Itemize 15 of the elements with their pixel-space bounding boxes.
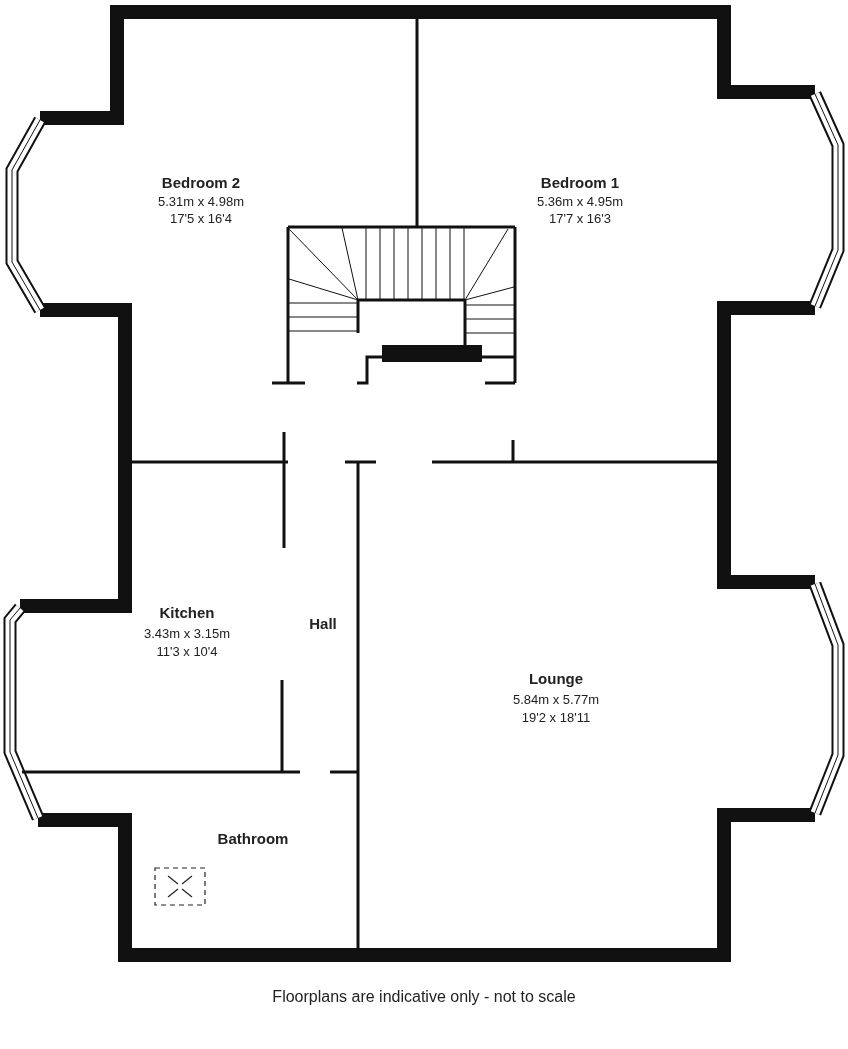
room-dimensions: 3.43m x 3.15m: [144, 627, 230, 640]
room-name: Bathroom: [217, 831, 289, 846]
room-name: Bedroom 1: [540, 175, 620, 190]
room-name: Kitchen: [159, 605, 215, 620]
room-dimensions: 5.31m x 4.98m: [158, 195, 244, 208]
room-name: Lounge: [528, 671, 584, 686]
room-dimensions: 11'3 x 10'4: [156, 645, 218, 658]
room-dimensions: 17'7 x 16'3: [548, 212, 612, 225]
room-name: Hall: [309, 616, 337, 631]
room-dimensions: 19'2 x 18'11: [521, 711, 591, 724]
room-dimensions: 17'5 x 16'4: [169, 212, 233, 225]
room-dimensions: 5.84m x 5.77m: [513, 693, 599, 706]
room-name: Bedroom 2: [161, 175, 241, 190]
room-dimensions: 5.36m x 4.95m: [537, 195, 623, 208]
disclaimer-note: Floorplans are indicative only - not to scale: [272, 989, 576, 1005]
